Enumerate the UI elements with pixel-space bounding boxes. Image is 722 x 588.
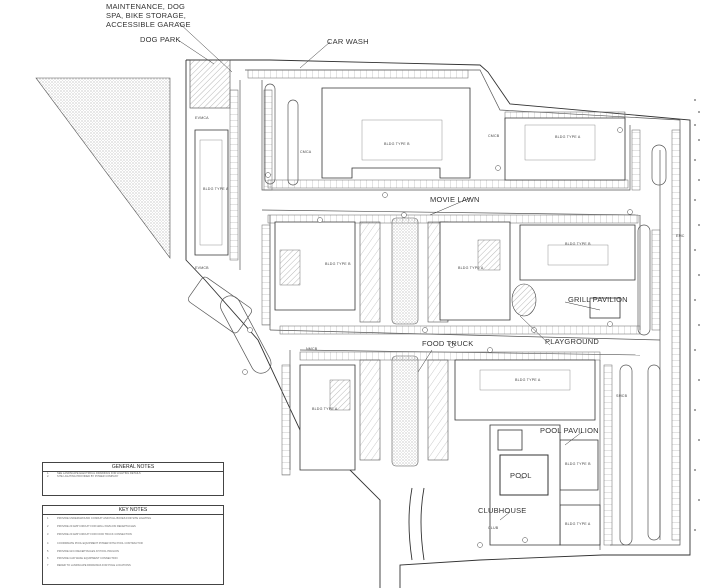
equipment-tag: CMCB xyxy=(488,134,500,138)
building-tag: BLDG TYPE A xyxy=(312,407,338,411)
pool xyxy=(499,454,549,496)
building-tag: BLDG TYPE A xyxy=(565,522,591,526)
general-note: 1.SEE LANDSCAPE ELECTRICAL DRAWINGS FOR … xyxy=(47,472,141,475)
tree-row xyxy=(694,99,700,531)
site-boundary xyxy=(185,59,691,588)
pool-label: POOL xyxy=(510,471,532,480)
car-wash-label: CAR WASH xyxy=(327,37,369,46)
maintenance-callout: MAINTENANCE, DOG SPA, BIKE STORAGE, ACCE… xyxy=(106,2,191,29)
equipment-tag: EVMCB xyxy=(195,266,209,270)
building-tag: BLDG TYPE A xyxy=(555,135,581,139)
landscape-triangle xyxy=(35,77,171,259)
equipment-tag: SMCB xyxy=(616,394,628,398)
equipment-tag: NMCB xyxy=(306,347,318,351)
playground-oval xyxy=(511,283,537,317)
general-note: 2.SITE LIGHTING PROVIDED BY POWER COMPAN… xyxy=(47,475,119,479)
key-notes-title: KEY NOTES xyxy=(43,506,223,515)
maintenance-line-3: ACCESSIBLE GARAGE xyxy=(106,20,191,29)
building-tag: BLDG TYPE B xyxy=(565,242,591,246)
building-tag: BLDG TYPE B xyxy=(384,142,410,146)
grill-pavilion-label: GRILL PAVILION xyxy=(568,295,628,304)
building-tag: BLDG TYPE A xyxy=(515,378,541,382)
building-tag: BLDG TYPE A xyxy=(458,266,484,270)
equipment-tag: CLUB xyxy=(488,526,499,530)
equipment-tag: EVMCA xyxy=(195,116,209,120)
equipment-tag: EMC xyxy=(676,234,685,238)
dog-park-area xyxy=(189,59,231,109)
parking-islands xyxy=(188,83,667,546)
movie-lawn-label: MOVIE LAWN xyxy=(430,195,480,204)
equipment-tag: CMCA xyxy=(300,150,312,154)
general-notes-title: GENERAL NOTES xyxy=(43,463,223,472)
dog-park-label: DOG PARK xyxy=(140,35,181,44)
pool-pavilion-label: POOL PAVILION xyxy=(540,426,599,435)
maintenance-line-2: SPA, BIKE STORAGE, xyxy=(106,11,187,20)
parking-stalls xyxy=(229,69,681,546)
building-tag: BLDG TYPE B xyxy=(565,462,591,466)
markers xyxy=(242,127,633,548)
food-truck-label: FOOD TRUCK xyxy=(422,339,474,348)
general-notes-box: GENERAL NOTES 1.SEE LANDSCAPE ELECTRICAL… xyxy=(42,462,224,496)
clubhouse-label: CLUBHOUSE xyxy=(478,506,527,515)
building-tag: BLDG TYPE A xyxy=(203,187,229,191)
playground-label: PLAYGROUND xyxy=(545,337,599,346)
maintenance-line-1: MAINTENANCE, DOG xyxy=(106,2,186,11)
leader-lines xyxy=(177,21,601,521)
building-tag: BLDG TYPE B xyxy=(325,262,351,266)
